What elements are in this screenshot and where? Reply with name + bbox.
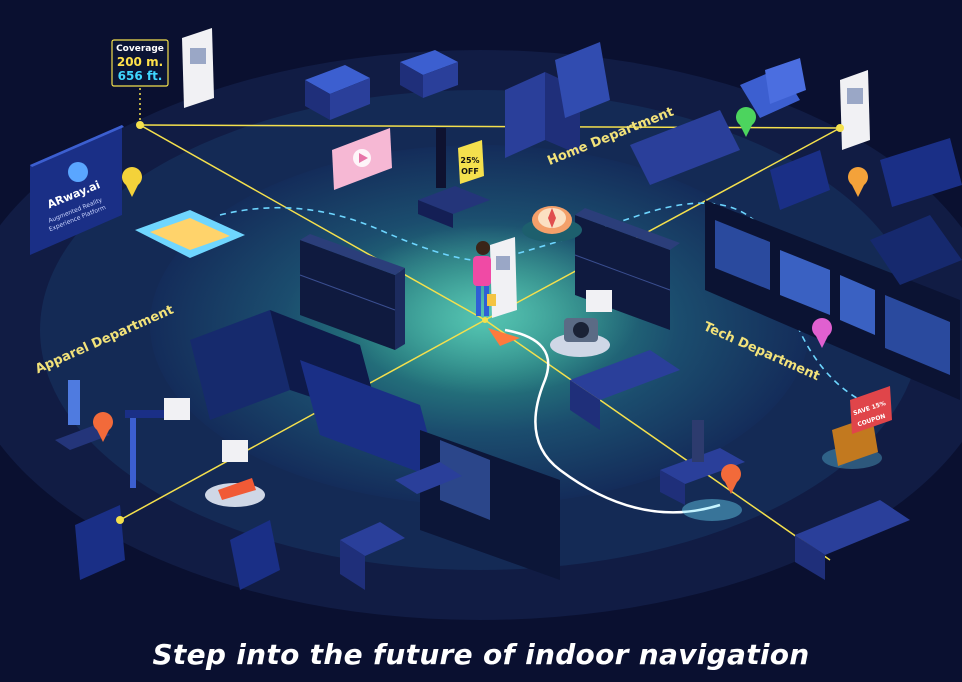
ar-path-dashed xyxy=(219,202,861,401)
route-dots xyxy=(116,124,844,524)
kiosk-top-left xyxy=(182,28,214,108)
map-pin-icon xyxy=(122,167,143,197)
shopper xyxy=(473,241,496,316)
route-lines xyxy=(119,80,841,561)
discount-tag: 25% xyxy=(460,156,479,165)
video-screen xyxy=(332,128,392,190)
play-icon xyxy=(359,153,368,163)
navigation-path xyxy=(504,328,721,514)
brand-logo-icon xyxy=(68,162,88,182)
coverage-meters: 200 m. xyxy=(117,55,163,69)
coverage-badge: Coverage 200 m. 656 ft. xyxy=(111,39,169,129)
brand-board: ARway.ai Augmented Reality Experience Pl… xyxy=(30,125,124,255)
sneaker-icon xyxy=(218,478,256,500)
map-pin-icon xyxy=(721,464,742,494)
tech-counters: SAVE 15% COUPON xyxy=(570,350,910,580)
map-pin-icon xyxy=(93,412,113,442)
home-appliances xyxy=(505,42,806,185)
coverage-title: Coverage xyxy=(116,44,164,54)
tech-screens xyxy=(705,200,960,400)
page-caption: Step into the future of indoor navigatio… xyxy=(152,638,810,671)
map-pins xyxy=(93,107,868,494)
map-card xyxy=(135,210,245,258)
camera xyxy=(550,290,612,357)
apparel-area xyxy=(55,310,560,590)
chat-bubble-icon xyxy=(222,440,248,462)
qr-code-icon xyxy=(847,88,863,104)
furniture xyxy=(770,138,962,285)
map-pin-icon xyxy=(811,318,832,348)
kiosk-center xyxy=(490,237,517,318)
discount-suffix: OFF xyxy=(461,167,479,176)
map-pin-icon xyxy=(736,107,756,137)
mannequin-stage: 25% OFF xyxy=(418,128,490,228)
store-isometric-scene: Coverage 200 m. 656 ft. ARway.ai Augment… xyxy=(0,28,962,620)
coverage-feet: 656 ft. xyxy=(118,69,163,83)
chat-bubble-icon xyxy=(164,398,190,420)
boxes-top xyxy=(305,50,458,120)
kiosk-top-right xyxy=(840,70,870,150)
qr-code-icon xyxy=(496,256,510,270)
compass xyxy=(522,206,582,242)
shelf-left xyxy=(299,234,405,350)
qr-code-icon xyxy=(190,48,206,64)
chat-bubble-icon xyxy=(586,290,612,312)
navigation-arrow-icon xyxy=(488,328,520,346)
map-pin-icon xyxy=(848,166,868,197)
